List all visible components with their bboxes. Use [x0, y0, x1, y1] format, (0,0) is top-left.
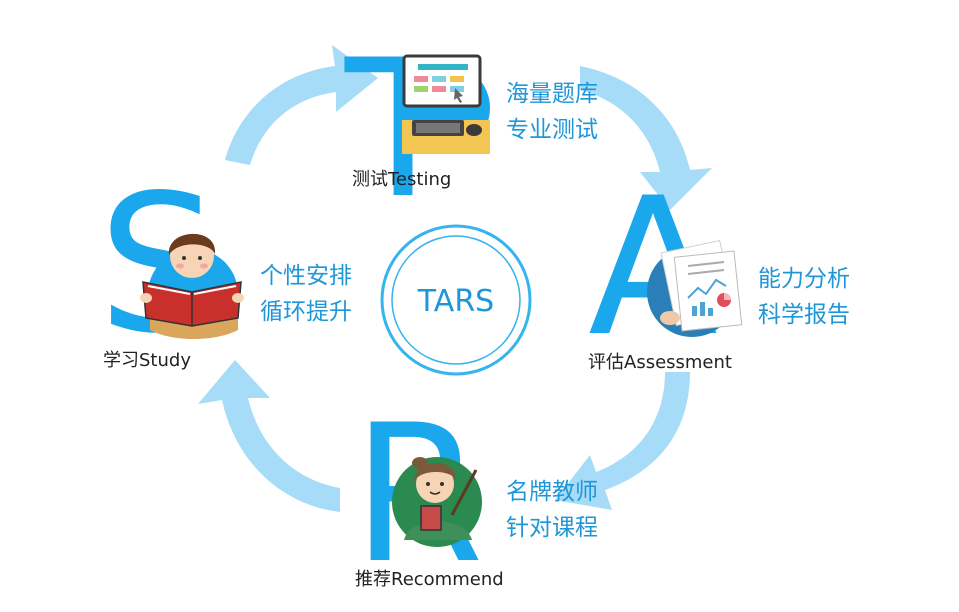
study-line-2: 循环提升 [260, 299, 352, 325]
reading-student-icon [140, 233, 244, 339]
study-label: 学习Study [103, 350, 191, 371]
testing-line-1: 海量题库 [506, 81, 598, 107]
recommend-line-2: 针对课程 [506, 515, 598, 541]
assessment-label: 评估Assessment [588, 352, 732, 373]
testing-line-2: 专业测试 [506, 117, 598, 143]
computer-screen-icon [402, 54, 490, 154]
recommend-label: 推荐Recommend [355, 569, 504, 590]
stage-recommend: R 名牌教师 针对课程 推荐Recommend [352, 384, 598, 605]
recommend-line-1: 名牌教师 [506, 479, 598, 505]
study-line-1: 个性安排 [260, 263, 352, 289]
testing-label: 测试Testing [352, 169, 451, 190]
stage-study: S 个性安排 循环提升 学习Study [98, 154, 352, 375]
assessment-line-2: 科学报告 [758, 302, 850, 328]
cycle-arrows [198, 45, 712, 512]
teacher-icon [392, 457, 482, 547]
center-badge: TARS [380, 224, 532, 376]
outer-ring [380, 224, 532, 376]
arrow-recommend-to-study [198, 360, 340, 512]
arrow-study-to-testing [225, 45, 378, 165]
center-title: TARS [417, 284, 494, 319]
inner-ring [391, 235, 521, 365]
assessment-line-1: 能力分析 [758, 266, 850, 292]
arrow-testing-to-assessment [580, 66, 712, 210]
report-document-icon [647, 239, 743, 337]
stage-testing: T 海量题库 专业测试 测试Testing [344, 19, 598, 240]
arrow-assessment-to-recommend [555, 372, 690, 510]
stage-assessment: A 能力分析 科学报告 评估Assessment [588, 157, 850, 378]
